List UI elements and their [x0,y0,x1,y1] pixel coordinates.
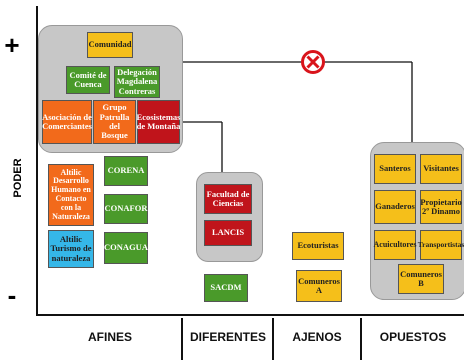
node-ganaderos[interactable]: Ganaderos [374,190,416,224]
separator-1 [181,318,183,360]
node-grupo-patrulla[interactable]: Grupo Patrulla del Bosque [93,100,136,144]
node-comunidad[interactable]: Comunidad [87,32,133,58]
node-sacdm[interactable]: SACDM [204,274,248,302]
conflict-line [180,61,413,142]
y-axis-minus: - [7,280,17,310]
node-santeros[interactable]: Santeros [374,154,416,184]
node-ecosistemas-montana[interactable]: Ecosistemas de Montaña [137,100,180,144]
node-transportistas[interactable]: Transportistas [418,230,464,260]
node-lancis[interactable]: LANCIS [204,220,252,246]
category-ajenos: AJENOS [292,330,342,344]
separator-2 [272,318,274,360]
crossed-circle-icon [301,50,325,74]
node-ecoturistas[interactable]: Ecoturistas [292,232,344,260]
node-acuicultores[interactable]: Acuicultores [374,230,416,260]
node-propietario-dinamo[interactable]: Propietario 2º Dinamo [420,190,462,224]
node-corena[interactable]: CORENA [104,156,148,186]
node-altilic-turismo[interactable]: Altilic Turismo de naturaleza [48,230,94,268]
separator-3 [360,318,362,360]
category-diferentes: DIFERENTES [189,330,266,344]
node-asociacion-comerciantes[interactable]: Asociación de Comerciantes [42,100,92,144]
node-comuneros-a[interactable]: Comuneros A [296,270,342,302]
node-altilic-desarrollo[interactable]: Altilic Desarrollo Humano en Contacto co… [48,164,94,226]
y-axis-plus: + [4,30,20,60]
node-facultad-ciencias[interactable]: Facultad de Ciencias [204,184,252,214]
node-comite-cuenca[interactable]: Comité de Cuenca [66,66,110,94]
node-visitantes[interactable]: Visitantes [420,154,462,184]
y-axis-line [36,6,38,314]
x-axis-line [36,314,464,316]
node-delegacion-magdalena[interactable]: Delegación Magdalena Contreras [114,66,160,98]
node-comuneros-b[interactable]: Comuneros B [398,264,444,294]
node-conagua[interactable]: CONAGUA [104,232,148,264]
category-afines: AFINES [87,330,132,344]
category-opuestos: OPUESTOS [379,330,447,344]
node-conafor[interactable]: CONAFOR [104,194,148,224]
